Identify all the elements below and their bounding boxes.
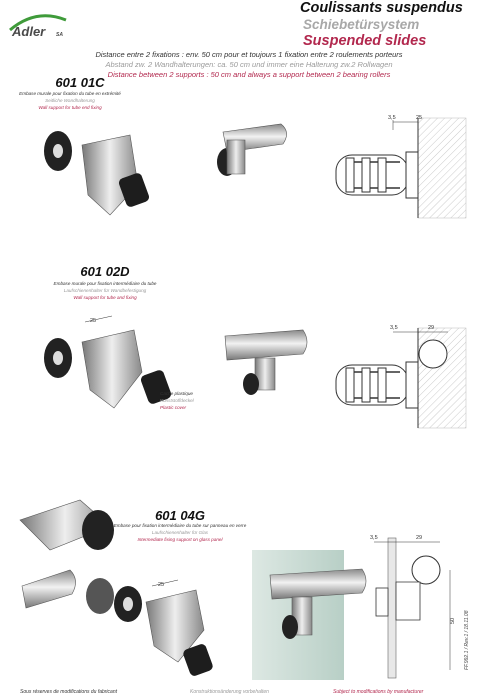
- product-2-dim-a: 3,5: [390, 325, 398, 331]
- cap-label-fr: Cache plastique: [160, 391, 193, 396]
- product-3-part-dim: 25: [158, 582, 164, 588]
- product-1-dim-b: 25: [416, 115, 422, 121]
- product-1-label-fr: Embase murale pour fixation du tube en e…: [19, 91, 121, 96]
- footer-en: Subject to modifications by manufacturer: [333, 689, 424, 695]
- product-code-601-04g: 601 04G: [155, 508, 205, 523]
- product-code-601-01c: 601 01C: [55, 75, 105, 90]
- product-2-exploded-parts: 25: [44, 315, 171, 409]
- product-2-label-de: Laufschienenhalter für Wandbefestigung: [63, 288, 147, 293]
- product-3-dim-b: 29: [416, 535, 422, 541]
- product-2-drawing: 3,5 29: [335, 325, 467, 429]
- product-1-drawing: 3,5 25: [335, 115, 467, 219]
- product-3-labels: Embase pour fixation intermédiaire du tu…: [110, 522, 250, 543]
- glass-section: [387, 537, 397, 679]
- product-3-assembled: [269, 568, 367, 639]
- plastic-cover-labels: Cache plastique Kunststoffdeckel Plastic…: [160, 390, 210, 411]
- adler-logo: Adler SA: [6, 6, 70, 40]
- product-1-dim-a: 3,5: [388, 115, 396, 121]
- footer-fr: Sous réserves de modifications du fabric…: [20, 689, 117, 695]
- document-reference: FF.992.1 / Rev.1 / 18.11.08: [464, 610, 470, 670]
- title-de: Schiebetürsystem: [303, 17, 420, 32]
- product-3-label-fr: Embase pour fixation intermédiaire du tu…: [113, 523, 247, 528]
- product-1-labels: Embase murale pour fixation du tube en e…: [10, 90, 130, 111]
- logo-brand: Adler: [11, 24, 46, 39]
- title-en: Suspended slides: [303, 33, 427, 49]
- product-2-dim-b: 29: [428, 325, 434, 331]
- product-1-exploded-parts: [44, 131, 149, 216]
- plastic-cap-icon: [119, 173, 149, 207]
- product-1-label-en: Wall support for tube end fixing: [38, 105, 102, 110]
- product-2-part-dim: 25: [90, 318, 96, 324]
- product-1-assembled: [217, 123, 287, 176]
- product-2-assembled: [224, 329, 308, 395]
- product-3-dim-c: 50: [450, 618, 456, 624]
- footer-de: Konstruktionsänderung vorbehalten: [190, 689, 269, 695]
- title-fr: Coulissants suspendus: [300, 0, 463, 16]
- description-de: Abstand zw. 2 Wandhalterungen: ca. 50 cm…: [105, 60, 393, 69]
- cap-label-de: Kunststoffdeckel: [160, 398, 194, 403]
- logo-swoosh: [9, 14, 67, 32]
- product-3-label-de: Laufschienenhalter für Glas: [151, 530, 209, 535]
- product-code-601-02d: 601 02D: [80, 264, 130, 279]
- product-2-labels: Embase murale pour fixation intermédiair…: [40, 280, 170, 301]
- product-1-label-de: Seitliche Wandhalterung: [45, 98, 95, 103]
- product-3-label-en: Intermediate fixing support on glass pan…: [137, 537, 223, 542]
- product-3-drawing: 3,5 29 50 FF.992.1 / Rev.1 / 18.11.08: [370, 535, 470, 679]
- cap-label-en: Plastic cover: [160, 405, 187, 410]
- logo-suffix: SA: [56, 32, 63, 38]
- description-fr: Distance entre 2 fixations : env. 50 cm …: [95, 50, 403, 59]
- bolt-icon: [21, 569, 76, 609]
- description-en: Distance between 2 supports : 50 cm and …: [107, 70, 391, 79]
- product-3-dim-a: 3,5: [370, 535, 378, 541]
- product-2-label-en: Wall support for tube and fixing: [73, 295, 137, 300]
- product-3-exploded-parts: 25: [19, 499, 213, 676]
- product-2-label-fr: Embase murale pour fixation intermédiair…: [53, 281, 157, 286]
